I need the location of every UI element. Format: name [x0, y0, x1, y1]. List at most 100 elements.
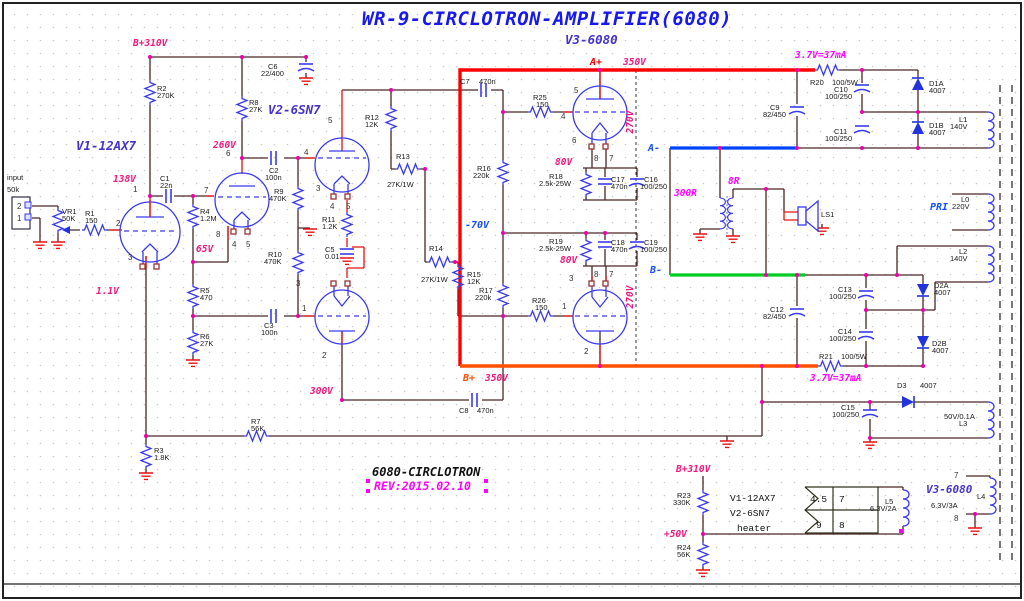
voltage-270-top: 270V: [625, 109, 636, 134]
v2r-pin-3: 3: [316, 184, 321, 193]
r19-id: R19: [549, 237, 563, 246]
v3-label: V3-6080: [565, 32, 618, 47]
l2-id: L2: [959, 247, 967, 256]
c18-id: C18: [611, 238, 625, 247]
v2l-pin-8: 8: [216, 230, 221, 239]
l5-val: 6.3V/2A: [870, 504, 897, 513]
r12-val: 12K: [365, 120, 378, 129]
voltage-138: 138V: [113, 174, 137, 185]
d3-id: D3: [897, 381, 907, 390]
v3-heater-val: 6.3V/3A: [931, 501, 958, 510]
input-pin-2: 2: [17, 202, 22, 211]
voltage-80-bottom: 80V: [560, 255, 578, 266]
tubes: [119, 85, 628, 345]
c13-val: 100/250: [829, 292, 856, 301]
rev-selection-handles: [366, 479, 488, 493]
c16-val: 100/250: [640, 182, 667, 191]
c11-id: C11: [834, 127, 847, 136]
r24-id: R24: [677, 543, 691, 552]
out-300r-label: 300R: [673, 188, 697, 199]
heater-row3: heater: [737, 523, 771, 534]
c14-id: C14: [838, 327, 852, 336]
r7-id: R7: [251, 417, 261, 426]
b310-top-label: B+310V: [132, 38, 169, 49]
v3-bottom-tube-symbol: [572, 280, 628, 345]
v3t-pin-5: 5: [574, 86, 579, 95]
v2r-pin-5h: 5: [346, 202, 351, 211]
l1-id: L1: [959, 115, 967, 124]
c1-val: 22n: [160, 181, 173, 190]
r26-val: 150: [535, 303, 548, 312]
l5-id: L5: [885, 497, 893, 506]
out-8r-label: 8R: [728, 176, 740, 187]
input-label: input: [7, 173, 24, 182]
r21-id: R21: [819, 352, 833, 361]
b-plus-voltage: 350V: [484, 373, 509, 384]
v3b-pin-7: 7: [609, 270, 614, 279]
c5-val: 0.01: [325, 252, 340, 261]
r26-id: R26: [532, 296, 546, 305]
l1-val: 140V: [950, 122, 968, 131]
b-minus-label: B-: [649, 265, 662, 276]
r18-val: 2.5k-25W: [539, 179, 572, 188]
r11-id: R11: [322, 215, 335, 224]
c6-id: C6: [268, 62, 278, 71]
d2a-id: D2A: [934, 281, 949, 290]
v2l-pin-6: 6: [226, 149, 231, 158]
a-plus-label: A+: [589, 57, 602, 68]
r21-val: 100/5W: [841, 352, 868, 361]
v2l-pin-7: 7: [204, 186, 209, 195]
v3t-pin-6: 6: [572, 136, 577, 145]
speaker-label: LS1: [821, 210, 834, 219]
plus50-label: +50V: [664, 529, 688, 540]
v3b-pin-3: 3: [569, 274, 574, 283]
input-impedance: 50k: [7, 185, 19, 194]
r13-id: R13: [396, 152, 410, 161]
r15-id: R15: [467, 270, 481, 279]
r20-val: 100/5W: [832, 78, 859, 87]
r9-val: 470K: [269, 194, 287, 203]
heater-row1: V1-12AX7: [730, 493, 776, 504]
r1-id: R1: [85, 209, 95, 218]
r23-val: 330K: [673, 498, 691, 507]
vr1-wiper-arrow: [62, 226, 70, 234]
voltage-80-top: 80V: [555, 157, 573, 168]
v1-label: V1-12AX7: [76, 138, 137, 153]
l2-val: 140V: [950, 254, 968, 263]
v2r-pin-5: 5: [328, 116, 333, 125]
v2l-pin-5: 5: [246, 240, 251, 249]
c15-val: 100/250: [832, 410, 859, 419]
ripple-bottom-label: 3.7V=37mA: [809, 373, 861, 384]
r6-val: 27K: [200, 339, 213, 348]
a-plus-voltage: 350V: [622, 57, 647, 68]
voltage-65: 65V: [196, 244, 214, 255]
r16-val: 220k: [473, 171, 490, 180]
v3b-pin-2: 2: [584, 347, 589, 356]
c2-val: 100n: [265, 173, 282, 182]
wires: [32, 56, 991, 570]
r14-id: R14: [429, 244, 443, 253]
b-plus-label: B+: [462, 373, 475, 384]
c3-val: 100n: [261, 328, 278, 337]
r4-id: R4: [200, 207, 210, 216]
v2l-pin-4: 4: [232, 240, 237, 249]
r13-val: 27K/1W: [387, 180, 415, 189]
r24-val: 56K: [677, 550, 690, 559]
c19-val: 100/250: [640, 245, 667, 254]
ripple-top-label: 3.7V=37mA: [794, 50, 846, 61]
v3-heater-pin8: 8: [954, 514, 959, 523]
vr1-val: 50K: [62, 214, 75, 223]
v2-lower-triode-symbol: [314, 280, 370, 345]
v2lo-pin-1: 1: [302, 304, 307, 313]
c2-id: C2: [269, 166, 279, 175]
r23-id: R23: [677, 491, 691, 500]
d1b-id: D1B: [929, 121, 944, 130]
c17-id: C17: [611, 175, 625, 184]
l5-terminal: [899, 529, 903, 533]
speaker-symbol: [797, 199, 819, 233]
r17-val: 220k: [475, 293, 492, 302]
c12-id: C12: [770, 305, 784, 314]
c7-id: C7: [460, 77, 470, 86]
